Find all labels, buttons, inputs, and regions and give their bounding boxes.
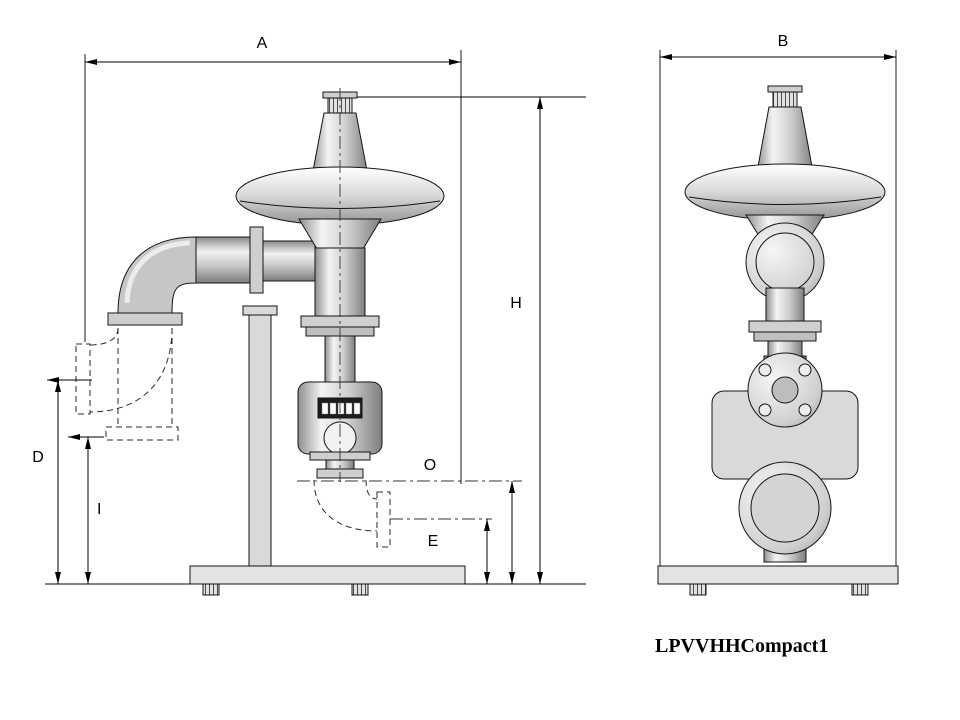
flange-bolt: [758, 403, 772, 417]
mounting-foot: [351, 583, 369, 596]
dashed-outlet-elbow: [313, 479, 391, 548]
inlet-flange-vertical: [249, 226, 264, 294]
dashed-flange-left: [75, 343, 91, 415]
inlet-elbow: [107, 226, 316, 326]
dim-label-e: E: [428, 533, 439, 550]
flange-bolt: [798, 403, 812, 417]
regulator-cap-side: [767, 85, 803, 108]
inlet-flange-bottom: [107, 312, 183, 326]
dim-label-o: O: [424, 457, 436, 474]
dim-label-h: H: [510, 295, 522, 312]
mounting-foot: [851, 583, 869, 596]
base-plate-side: [657, 565, 899, 596]
dimension-d: D: [32, 377, 190, 585]
dimension-h: H: [357, 96, 586, 585]
flange-bolt: [798, 363, 812, 377]
dimension-i: I: [68, 434, 104, 584]
regulator-side: [684, 85, 886, 362]
side-view: [657, 85, 899, 596]
union-flange-side: [748, 320, 822, 342]
dimension-o: O: [424, 457, 515, 584]
dashed-flange-bottom: [105, 426, 179, 441]
mounting-foot: [689, 583, 707, 596]
bolted-flange: [747, 352, 823, 428]
base-plate-front: [189, 565, 466, 596]
regulator-bonnet-side: [756, 106, 814, 173]
outlet-wheel: [738, 461, 832, 555]
flange-bore: [771, 376, 799, 404]
dimension-b: B: [659, 33, 897, 566]
support-column: [242, 305, 278, 569]
dim-label-b: B: [778, 33, 789, 50]
dimension-a: A: [84, 35, 462, 484]
dim-label-d: D: [32, 449, 44, 466]
front-view: [75, 88, 522, 596]
mounting-foot: [202, 583, 220, 596]
dimension-e: E: [428, 519, 490, 584]
diaphragm-dome-side: [684, 163, 886, 221]
drawing-title: LPVVHHCompact1: [655, 635, 828, 657]
flange-bolt: [758, 363, 772, 377]
dashed-outlet-flange: [376, 491, 391, 548]
dim-label-i: I: [97, 501, 101, 518]
dashed-inlet-alternate: [75, 327, 179, 441]
dim-label-a: A: [257, 35, 268, 52]
